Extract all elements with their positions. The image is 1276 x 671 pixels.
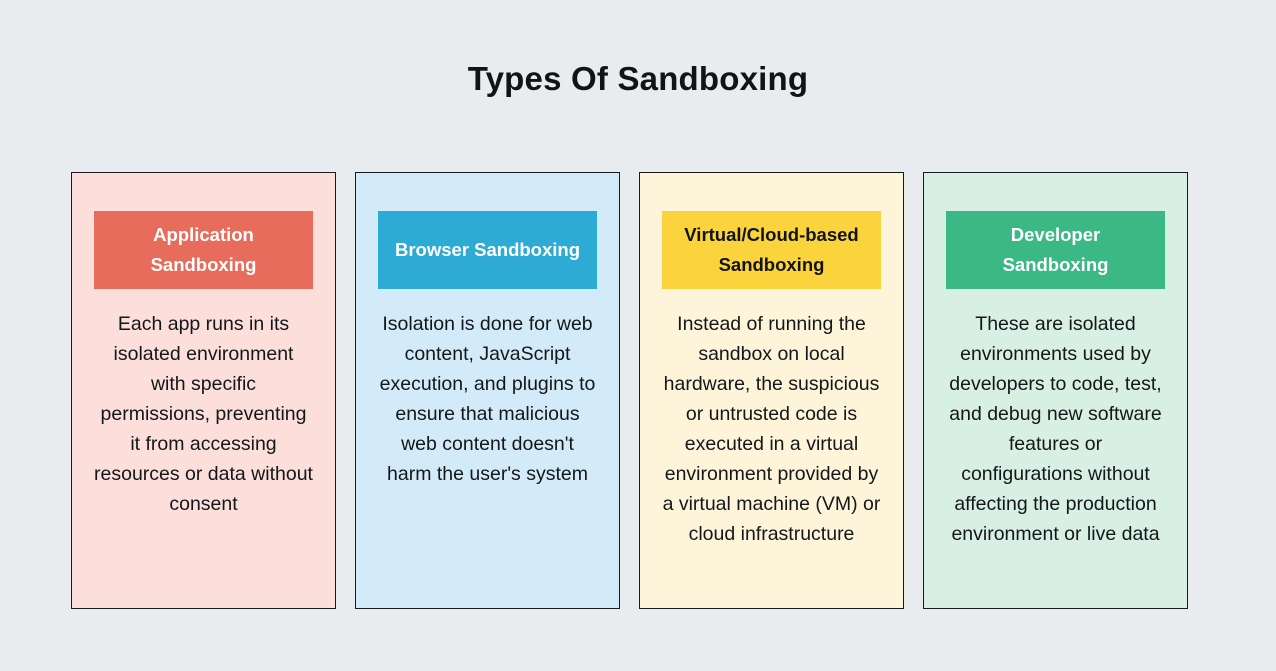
card-heading-developer-sandboxing: Developer Sandboxing	[946, 211, 1165, 289]
card-developer-sandboxing: Developer Sandboxing These are isolated …	[923, 172, 1188, 609]
card-body-browser-sandboxing: Isolation is done for web content, JavaS…	[379, 313, 596, 485]
page-title: Types Of Sandboxing	[467, 60, 809, 97]
card-body-developer-sandboxing: These are isolated environments used by …	[949, 313, 1162, 545]
card-heading-application-sandboxing: Application Sandboxing	[94, 211, 313, 289]
card-body-virtual-cloud-based-sandboxing: Instead of running the sandbox on local …	[662, 313, 881, 545]
sandboxing-card-list: Application Sandboxing Each app runs in …	[71, 172, 1188, 609]
card-heading-virtual-cloud-based-sandboxing: Virtual/Cloud-based Sandboxing	[662, 211, 881, 289]
card-application-sandboxing: Application Sandboxing Each app runs in …	[71, 172, 336, 609]
card-body-application-sandboxing: Each app runs in its isolated environmen…	[94, 313, 313, 515]
card-heading-browser-sandboxing: Browser Sandboxing	[378, 211, 597, 289]
card-browser-sandboxing: Browser Sandboxing Isolation is done for…	[355, 172, 620, 609]
card-virtual-cloud-based-sandboxing: Virtual/Cloud-based Sandboxing Instead o…	[639, 172, 904, 609]
